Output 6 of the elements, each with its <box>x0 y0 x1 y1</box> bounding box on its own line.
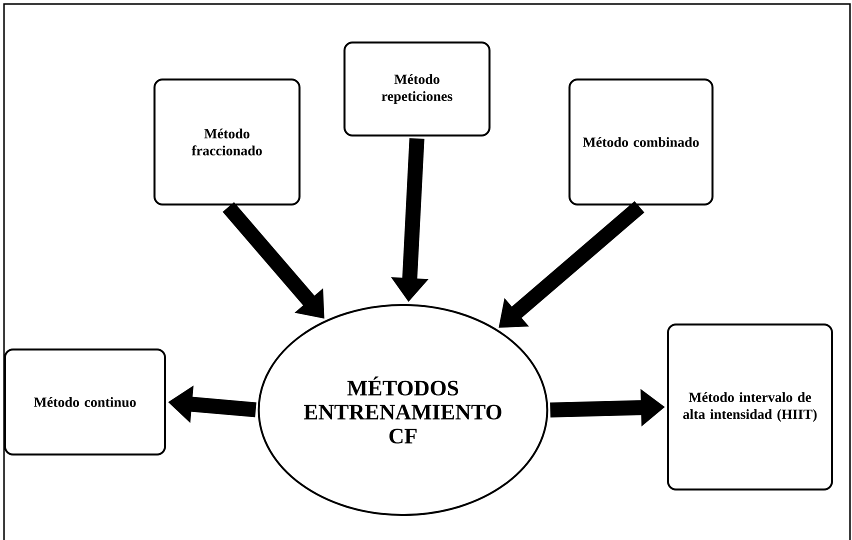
method-box: Método continuo <box>4 348 166 456</box>
method-box: Método fraccionado <box>154 78 300 206</box>
method-box: Método combinado <box>568 78 714 206</box>
method-box: Método intervalo de alta intensidad (HIIT) <box>667 324 833 490</box>
method-box: Método repeticiones <box>344 42 490 136</box>
circle-node: MÉTODOS ENTRENAMIENTO CF <box>258 304 548 516</box>
